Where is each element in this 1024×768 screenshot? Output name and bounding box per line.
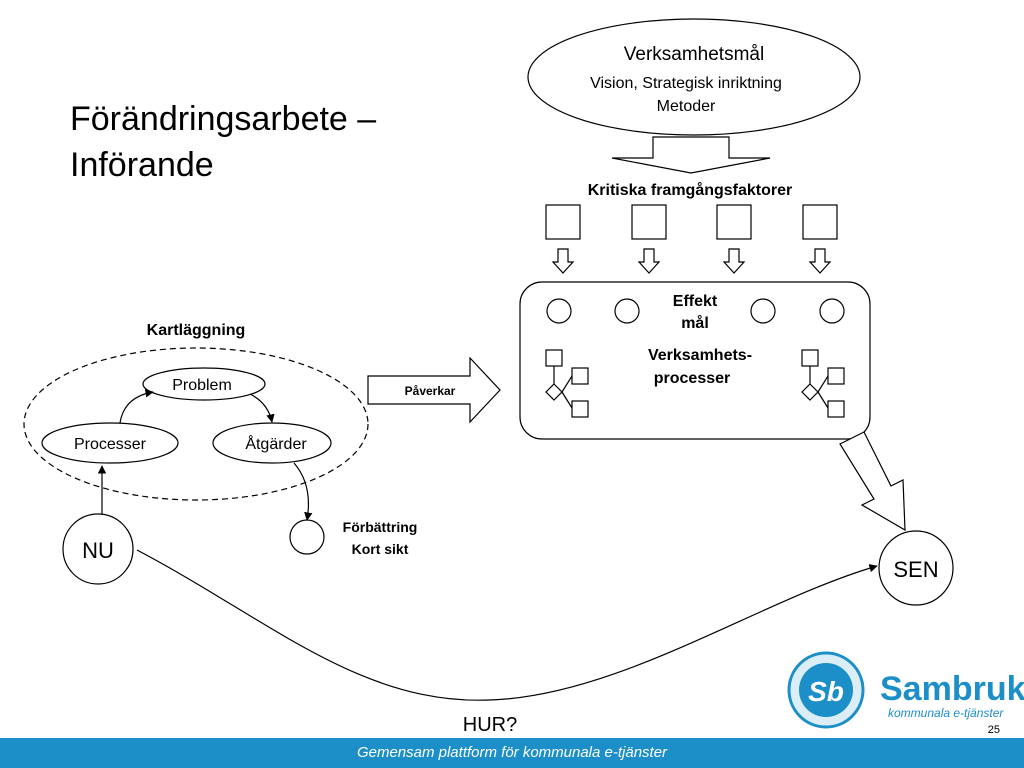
later-label: SEN [893, 557, 938, 582]
effect-label-line1: Effekt [673, 293, 718, 310]
mapping-label: Kartläggning [147, 322, 246, 339]
slide-title-line1: Förändringsarbete – [70, 100, 376, 138]
operations-to-later-arrow [839, 431, 906, 532]
later-node [878, 530, 954, 606]
operations-box [519, 281, 871, 440]
actions-node [212, 422, 332, 464]
csf-arrow-4 [808, 248, 832, 274]
process-flow-icon-right [801, 349, 845, 418]
effect-label-line2: mål [681, 314, 709, 332]
problem-label: Problem [172, 377, 232, 394]
how-label: HUR? [463, 714, 517, 736]
goal-subtitle: Vision, Strategisk inriktning [590, 75, 782, 92]
csf-square-2 [631, 204, 667, 240]
logo-name: Sambruk [880, 670, 1024, 708]
affects-arrow [367, 356, 501, 424]
problem-to-actions-connector [249, 393, 275, 423]
footer-bar: Gemensam plattform för kommunala e-tjäns… [0, 738, 1024, 768]
csf-square-4 [802, 204, 838, 240]
process-label-line1: Verksamhets- [648, 347, 752, 364]
goal-down-arrow [611, 136, 771, 174]
problem-node [142, 367, 266, 401]
csf-label: Kritiska framgångsfaktorer [588, 181, 793, 199]
processes-to-problem-connector [119, 389, 154, 424]
effect-circle-4 [819, 298, 845, 324]
csf-square-1 [545, 204, 581, 240]
goal-title: Verksamhetsmål [624, 44, 764, 65]
mapping-ellipse [23, 347, 369, 501]
slide-title-line2: Införande [70, 146, 214, 184]
improvement-label-line1: Förbättring [343, 519, 418, 535]
goal-ellipse [527, 18, 861, 136]
effect-circle-1 [546, 298, 572, 324]
actions-to-improvement-connector [293, 462, 313, 521]
effect-circle-3 [750, 298, 776, 324]
process-label-line2: processer [654, 370, 731, 387]
now-label: NU [82, 538, 114, 563]
logo-tagline: kommunala e-tjänster [888, 706, 1004, 720]
processes-label: Processer [74, 436, 147, 453]
goal-methods: Metoder [657, 98, 716, 115]
csf-square-3 [716, 204, 752, 240]
csf-arrow-1 [551, 248, 575, 274]
improvement-label-line2: Kort sikt [352, 541, 409, 557]
csf-arrow-3 [722, 248, 746, 274]
affects-label: Påverkar [405, 384, 456, 398]
logo-monogram: Sb [808, 676, 844, 707]
effect-circle-2 [614, 298, 640, 324]
page-number: 25 [987, 724, 1000, 736]
process-flow-icon-left [545, 349, 589, 418]
now-to-later-curve [136, 549, 878, 701]
footer-text: Gemensam plattform för kommunala e-tjäns… [356, 744, 668, 761]
actions-label: Åtgärder [245, 434, 307, 453]
now-node [62, 513, 134, 585]
logo-emblem-core [799, 663, 853, 717]
csf-arrow-2 [637, 248, 661, 274]
improvement-circle [289, 519, 325, 555]
processes-node [41, 422, 179, 464]
sambruk-logo: Sb Sambruk kommunala e-tjänster [787, 651, 1024, 729]
